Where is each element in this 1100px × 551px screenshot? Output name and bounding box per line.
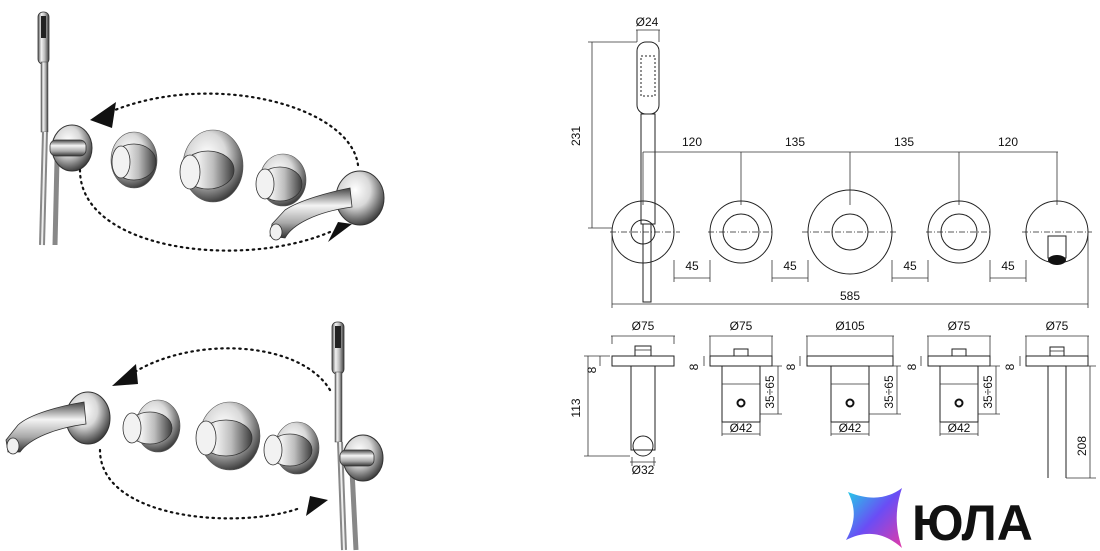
dim-plate-thickness-5: 8 [1003, 363, 1017, 370]
dim-height: 231 [569, 126, 583, 146]
dim-gap-1: 45 [685, 259, 699, 273]
dim-total: 585 [840, 289, 860, 303]
dim-depth-range-3: 35÷65 [981, 375, 995, 409]
plate-dia-3: Ø105 [835, 319, 865, 333]
dim-gap-2: 45 [783, 259, 797, 273]
plate-dia-5: Ø75 [1046, 319, 1069, 333]
diverter-bottom [195, 401, 261, 471]
hand-shower-top [37, 11, 60, 246]
knob-dia-1: Ø42 [730, 421, 753, 435]
dim-holder-depth: 113 [569, 398, 583, 417]
dim-depth-range-1: 35÷65 [763, 375, 777, 409]
logo-star-icon [846, 488, 902, 548]
arrow-head-right-icon [306, 496, 328, 516]
dim-plate-thickness-3: 8 [784, 363, 798, 370]
dim-spacing-1: 120 [682, 135, 702, 149]
dim-spacing-4: 120 [998, 135, 1018, 149]
plate-dia-2: Ø75 [730, 319, 753, 333]
plate-dia-4: Ø75 [948, 319, 971, 333]
logo: ЮЛА [846, 488, 1033, 551]
dim-plate-thickness-4: 8 [905, 363, 919, 370]
logo-wordmark: ЮЛА [912, 495, 1033, 551]
front-view-drawing: Ø24 231 120 135 135 120 [569, 15, 1092, 308]
rotation-arrow-top [78, 92, 360, 252]
knob-1-top [110, 131, 158, 189]
side-view-drawing: Ø75 Ø32 113 8 Ø75 Ø42 8 [569, 319, 1096, 479]
hand-shower-bottom [331, 321, 384, 551]
knob-dia-3: Ø42 [948, 421, 971, 435]
dim-spout-length: 208 [1075, 436, 1089, 456]
arrow-head-left-icon [90, 102, 116, 128]
rotation-arrow-bottom [98, 347, 332, 520]
dim-plate-thickness-1: 8 [585, 366, 599, 373]
dim-plate-thickness-2: 8 [687, 363, 701, 370]
dim-handshower-dia: Ø24 [636, 15, 659, 29]
dim-depth-range-2: 35÷65 [882, 375, 896, 409]
dim-gap-3: 45 [903, 259, 917, 273]
knob-2-bottom [263, 421, 320, 475]
knob-2-top [255, 153, 307, 207]
plate-dia-1: Ø75 [632, 319, 655, 333]
knob-1-bottom [122, 399, 181, 453]
dim-spacing-2: 135 [785, 135, 805, 149]
arrow-head-left-icon [112, 364, 138, 386]
dim-spacing-3: 135 [894, 135, 914, 149]
holder-top [49, 124, 93, 172]
arrow-head-right-icon [328, 222, 352, 242]
product-render-bottom [5, 321, 384, 551]
knob-dia-2: Ø42 [839, 421, 862, 435]
spout-bottom [5, 391, 111, 455]
spout-top [269, 170, 385, 241]
product-render-top [37, 11, 385, 252]
dim-holder-dia: Ø32 [632, 463, 655, 477]
diverter-top [179, 129, 244, 203]
dim-gap-4: 45 [1001, 259, 1015, 273]
